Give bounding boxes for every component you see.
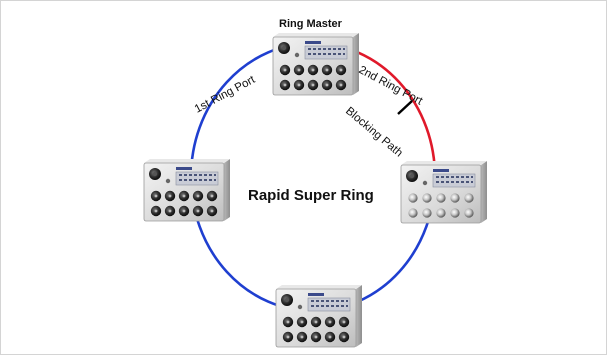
first-ring-port-label: 1st Ring Port (193, 73, 258, 115)
ring-master-device (272, 32, 360, 96)
right-switch-device (400, 160, 488, 224)
center-title: Rapid Super Ring (248, 187, 374, 204)
left-switch-device (143, 158, 231, 222)
ring-master-label: Ring Master (279, 18, 343, 30)
blocking-path-label: Blocking Path (343, 105, 405, 159)
ring-normal-path (189, 41, 437, 313)
bottom-switch-device (275, 284, 363, 348)
second-ring-port-label: 2nd Ring Port (357, 64, 425, 108)
blocking-mark (397, 100, 413, 115)
